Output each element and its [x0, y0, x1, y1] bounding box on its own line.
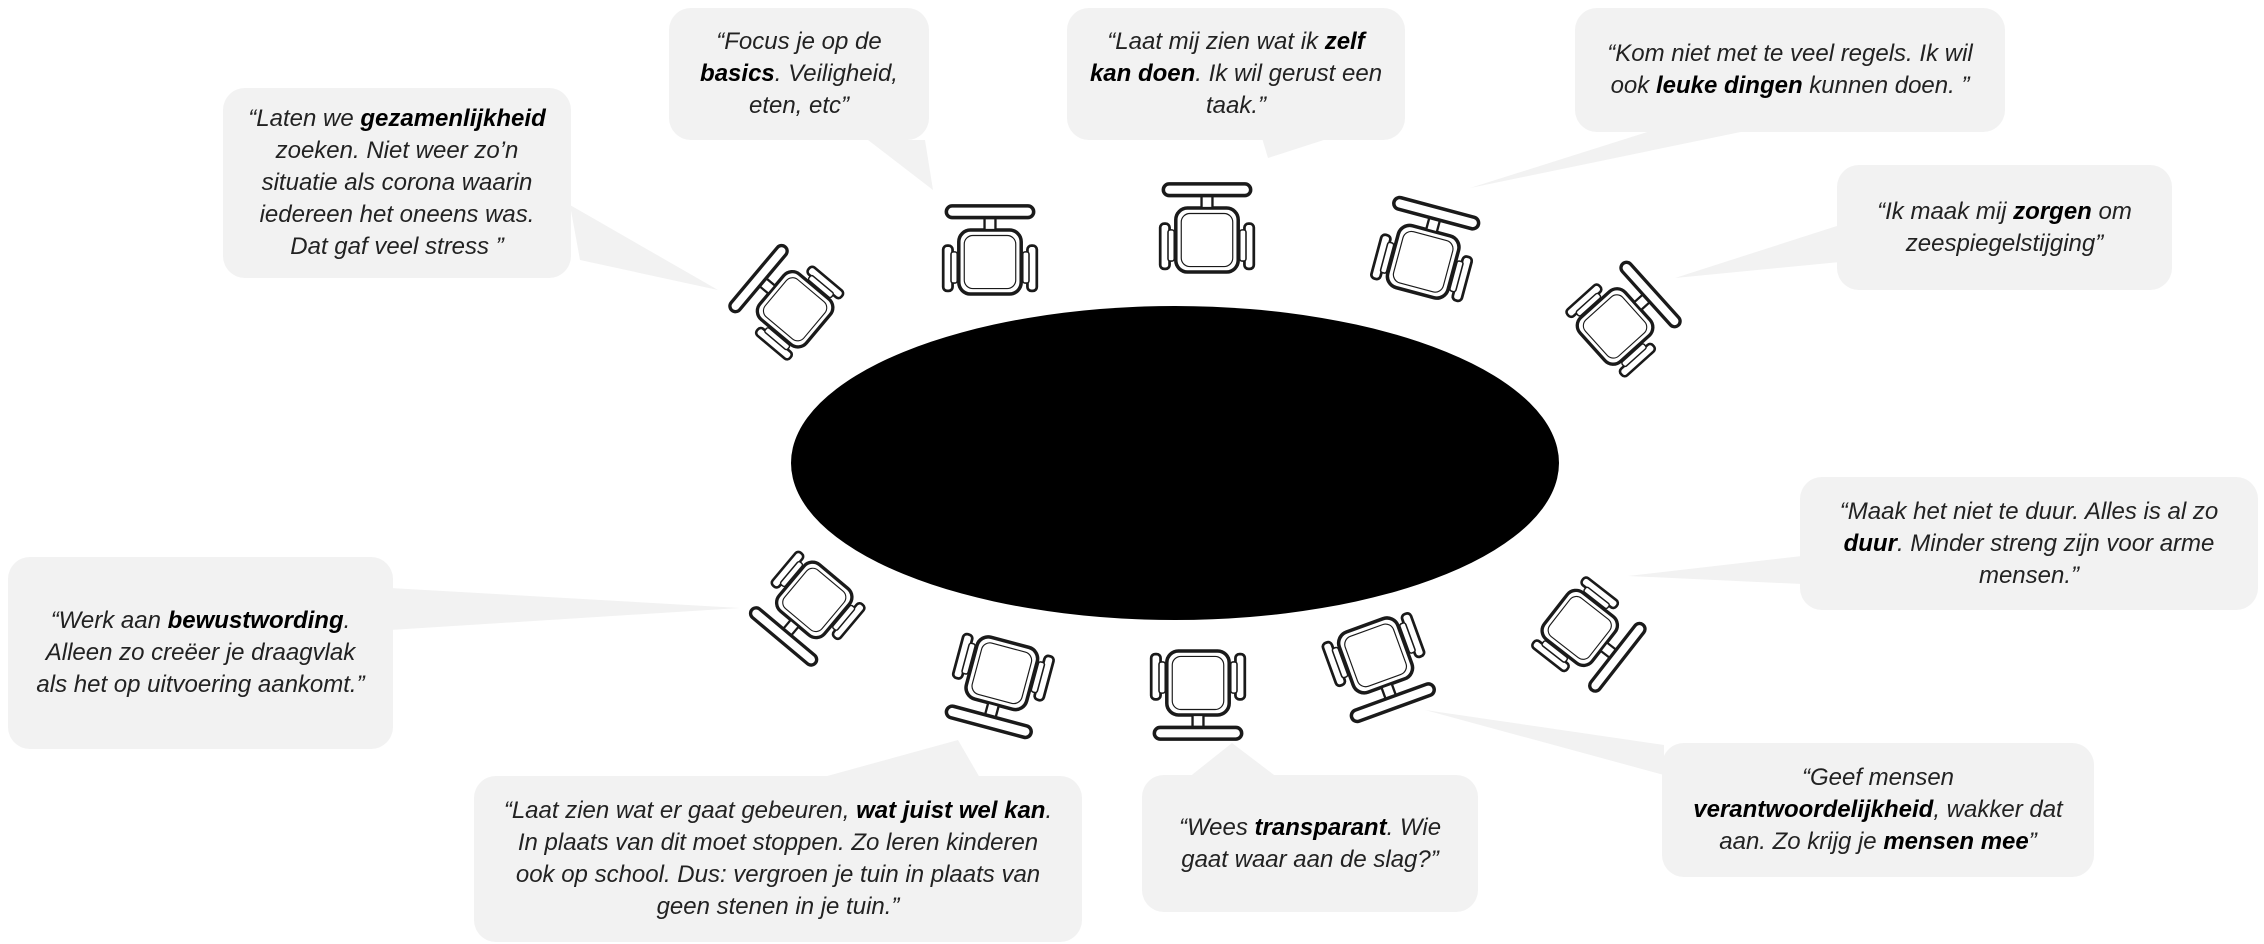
quote-keyword: zorgen: [2013, 197, 2092, 225]
quote-text: “Focus je op de basics. Veiligheid, eten…: [691, 26, 907, 122]
bubble-tail-bewustwording: [390, 588, 740, 630]
quote-keyword: basics: [700, 60, 775, 87]
quote-text: “Werk aan bewustwording. Alleen zo creëe…: [30, 605, 371, 701]
bubble-tail-leuke-dingen: [1470, 128, 1760, 188]
quote-keyword: zelf kan doen: [1089, 28, 1365, 87]
bubble-tail-verantwoordelijkheid: [1425, 710, 1664, 775]
quote-keyword: gezamenlijkheid: [360, 105, 546, 132]
bubble-tail-gezamenlijkheid: [570, 205, 718, 290]
quote-text: “Ik maak mij zorgen om zeespiegelstijgin…: [1859, 196, 2150, 260]
bubble-tail-wat-juist-wel-kan: [820, 740, 980, 778]
quote-segment: “Ik maak mij: [1877, 197, 2014, 225]
quote-segment: , wakker dat aan. Zo krijg je: [1719, 796, 2063, 855]
quote-bubble-basics: “Focus je op de basics. Veiligheid, eten…: [669, 8, 929, 140]
quote-text: “Wees transparant. Wie gaat waar aan de …: [1164, 812, 1456, 876]
quote-text: “Maak het niet te duur. Alles is al zo d…: [1822, 496, 2236, 592]
quote-segment: . Minder streng zijn voor arme mensen.”: [1896, 529, 2215, 589]
quote-segment: . Wie gaat waar aan de slag?”: [1181, 813, 1442, 873]
quote-segment: “Geef mensen: [1801, 764, 1955, 791]
quote-segment: “Kom niet met te veel regels. Ik wil ook: [1607, 40, 1973, 99]
chair-icon: [1149, 649, 1247, 741]
quote-keyword: leuke dingen: [1655, 72, 1803, 99]
quote-segment: . In plaats van dit moet stoppen. Zo ler…: [515, 797, 1053, 920]
quote-bubble-verantwoordelijkheid: “Geef mensen verantwoordelijkheid, wakke…: [1662, 743, 2094, 877]
quote-text: “Laat mij zien wat ik zelf kan doen. Ik …: [1089, 26, 1383, 122]
quote-bubble-leuke-dingen: “Kom niet met te veel regels. Ik wil ook…: [1575, 8, 2005, 132]
quote-segment: “Wees: [1178, 813, 1255, 841]
quote-bubble-wat-juist-wel-kan: “Laat zien wat er gaat gebeuren, wat jui…: [474, 776, 1082, 942]
quote-bubble-zelf-kan-doen: “Laat mij zien wat ik zelf kan doen. Ik …: [1067, 8, 1405, 140]
chair-icon: [1367, 193, 1485, 307]
quote-segment: “Focus je op de: [716, 28, 882, 55]
quote-bubble-zorgen: “Ik maak mij zorgen om zeespiegelstijgin…: [1837, 165, 2172, 290]
quote-keyword: bewustwording: [167, 607, 344, 634]
bubble-tail-transparant: [1188, 743, 1278, 778]
quote-segment: zoeken. Niet weer zo’n situatie als coro…: [259, 137, 535, 260]
bubble-tail-duur: [1628, 556, 1802, 584]
chair-icon: [941, 204, 1039, 296]
quote-keyword: mensen mee: [1883, 828, 2029, 855]
quote-bubble-bewustwording: “Werk aan bewustwording. Alleen zo creëe…: [8, 557, 393, 749]
quote-bubble-duur: “Maak het niet te duur. Alles is al zo d…: [1800, 477, 2258, 610]
quote-segment: ”: [2028, 828, 2037, 855]
quote-segment: “Werk aan: [50, 607, 168, 634]
quote-segment: “Laten we: [248, 105, 361, 132]
quote-segment: “Maak het niet te duur. Alles is al zo: [1839, 497, 2219, 525]
bubble-tail-basics: [868, 140, 933, 190]
quote-text: “Laat zien wat er gaat gebeuren, wat jui…: [496, 795, 1060, 923]
quote-keyword: wat juist wel kan: [856, 797, 1046, 824]
chair-icon: [940, 628, 1058, 742]
bubble-tail-zelf-kan-doen: [1262, 138, 1330, 158]
quote-segment: . Alleen zo creëer je draagvlak als het …: [36, 607, 365, 698]
chair-icon: [744, 546, 870, 671]
chair-icon: [1526, 572, 1651, 698]
chair-icon: [1561, 256, 1687, 382]
quote-keyword: verantwoordelijkheid: [1693, 796, 1934, 823]
quote-segment: om zeespiegelstijging”: [1905, 197, 2132, 257]
quote-segment: “Laat zien wat er gaat gebeuren,: [503, 797, 857, 824]
quote-keyword: transparant: [1254, 813, 1387, 841]
chair-icon: [724, 239, 849, 365]
quote-bubble-gezamenlijkheid: “Laten we gezamenlijkheid zoeken. Niet w…: [223, 88, 571, 278]
quote-text: “Laten we gezamenlijkheid zoeken. Niet w…: [245, 103, 549, 263]
quote-segment: . Veiligheid, eten, etc”: [748, 60, 898, 119]
table: [791, 306, 1559, 620]
quote-text: “Geef mensen verantwoordelijkheid, wakke…: [1684, 762, 2072, 858]
chair-icon: [1158, 182, 1256, 274]
quote-segment: “Laat mij zien wat ik: [1107, 28, 1325, 55]
quote-text: “Kom niet met te veel regels. Ik wil ook…: [1597, 38, 1983, 102]
quote-segment: . Ik wil gerust een taak.”: [1195, 60, 1383, 119]
quote-segment: kunnen doen. ”: [1802, 72, 1970, 99]
chair-icon: [1318, 607, 1441, 726]
bubble-tail-zorgen: [1675, 225, 1840, 278]
quote-keyword: duur: [1843, 529, 1897, 557]
quote-bubble-transparant: “Wees transparant. Wie gaat waar aan de …: [1142, 775, 1478, 912]
